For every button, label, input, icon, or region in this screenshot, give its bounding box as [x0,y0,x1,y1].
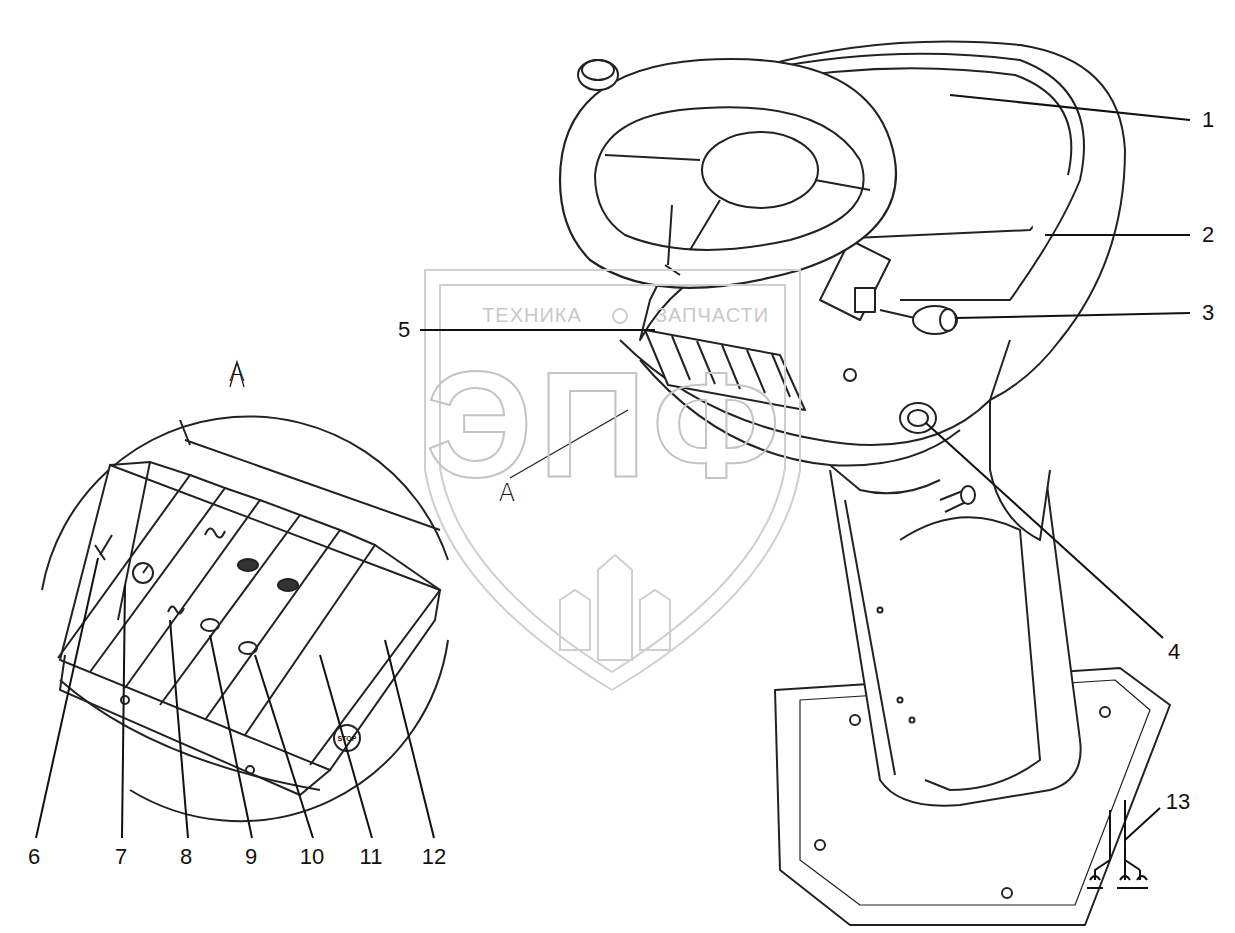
view-letter: A [229,361,245,385]
watermark-text: ЗАПЧАСТИ [655,305,769,325]
callout-number: 9 [245,846,257,868]
watermark-text: ТЕХНИКА [482,305,582,325]
button-symbol-text: STOP [338,735,357,742]
callout-number: 3 [1202,302,1214,324]
callout-number: 13 [1166,791,1190,813]
callout-number: 11 [360,846,383,868]
callout-number: 12 [422,846,446,868]
callout-number: 1 [1202,109,1214,131]
watermark-logo: ЭПФ [426,350,787,500]
callout-number: 6 [28,846,40,868]
callout-number: 5 [398,319,410,341]
callout-number: 10 [300,846,324,868]
callout-number: 2 [1202,224,1214,246]
callout-number: 7 [115,846,127,868]
callout-number: 8 [180,846,192,868]
callout-number: 4 [1168,641,1180,663]
